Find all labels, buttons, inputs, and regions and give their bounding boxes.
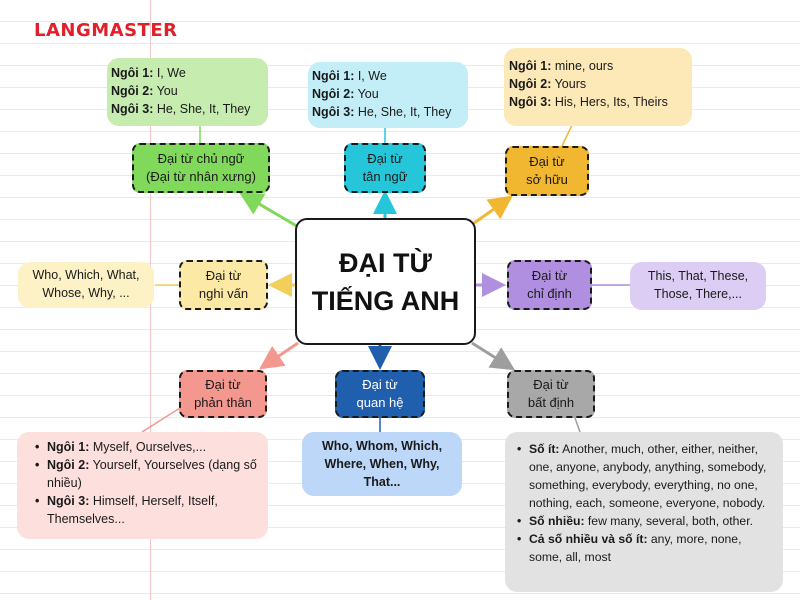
node-subject-pronoun: Đại từ chủ ngữ (Đại từ nhân xưng) bbox=[132, 143, 270, 193]
langmaster-logo: LANGMASTER bbox=[34, 20, 178, 41]
node-label: bất định bbox=[527, 395, 575, 410]
info-bullet: Ngôi 2: Yourself, Yourselves (dạng số nh… bbox=[33, 456, 262, 492]
node-demonstrative-pronoun: Đại từ chỉ định bbox=[507, 260, 592, 310]
info-row: Ngôi 3: His, Hers, Its, Theirs bbox=[509, 95, 668, 109]
node-label: Đại từ chủ ngữ bbox=[157, 151, 245, 166]
node-label: Đại từ bbox=[362, 377, 398, 392]
info-row: Ngôi 3: He, She, It, They bbox=[111, 102, 251, 116]
node-indefinite-pronoun: Đại từ bất định bbox=[507, 370, 595, 418]
info-row: Ngôi 3: He, She, It, They bbox=[312, 105, 452, 119]
info-subject-pronouns: Ngôi 1: I, We Ngôi 2: You Ngôi 3: He, Sh… bbox=[107, 58, 268, 126]
info-possessive-pronouns: Ngôi 1: mine, ours Ngôi 2: Yours Ngôi 3:… bbox=[504, 48, 692, 126]
center-topic-node: ĐẠI TỪ TIẾNG ANH bbox=[295, 218, 476, 345]
info-row: Ngôi 1: mine, ours bbox=[509, 59, 614, 73]
node-interrogative-pronoun: Đại từ nghi vấn bbox=[179, 260, 268, 310]
node-label: nghi vấn bbox=[198, 286, 249, 301]
info-row: Ngôi 1: I, We bbox=[111, 66, 186, 80]
node-label: Đại từ bbox=[533, 377, 569, 392]
node-label: sở hữu bbox=[526, 172, 568, 187]
info-demonstrative-pronouns: This, That, These, Those, There,... bbox=[630, 262, 766, 310]
info-interrogative-pronouns: Who, Which, What, Whose, Why, ... bbox=[18, 262, 154, 308]
info-line: Who, Whom, Which, bbox=[321, 439, 443, 453]
info-bullet: Ngôi 1: Myself, Ourselves,... bbox=[33, 438, 262, 456]
info-relative-pronouns: Who, Whom, Which, Where, When, Why, That… bbox=[302, 432, 462, 496]
link-indefinite-info bbox=[574, 417, 581, 433]
node-possessive-pronoun: Đại từ sở hữu bbox=[505, 146, 589, 196]
info-line: Those, There,... bbox=[653, 287, 742, 301]
node-relative-pronoun: Đại từ quan hệ bbox=[335, 370, 425, 418]
node-label: Đại từ bbox=[531, 268, 568, 283]
info-line: Where, When, Why, bbox=[324, 457, 440, 471]
link-possessive-info bbox=[561, 124, 573, 147]
center-title-line: ĐẠI TỪ bbox=[339, 247, 432, 278]
info-bullet: Cả số nhiều và số ít: any, more, none, s… bbox=[515, 530, 777, 566]
arrow-to-indefinite bbox=[471, 341, 516, 371]
info-row: Ngôi 1: I, We bbox=[312, 69, 387, 83]
center-title-line: TIẾNG ANH bbox=[311, 285, 460, 316]
info-reflexive-pronouns: Ngôi 1: Myself, Ourselves,... Ngôi 2: Yo… bbox=[17, 432, 268, 539]
node-reflexive-pronoun: Đại từ phản thân bbox=[179, 370, 267, 418]
node-label: Đại từ bbox=[367, 151, 403, 166]
info-row: Ngôi 2: You bbox=[111, 84, 178, 98]
arrow-to-reflexive bbox=[259, 341, 299, 370]
info-row: Ngôi 2: Yours bbox=[509, 77, 587, 91]
node-label: tân ngữ bbox=[362, 169, 408, 184]
node-label: quan hệ bbox=[356, 395, 404, 410]
info-line: That... bbox=[363, 475, 401, 489]
info-indefinite-pronouns: Số ít: Another, much, other, either, nei… bbox=[505, 432, 783, 592]
info-line: Who, Which, What, bbox=[32, 268, 140, 282]
node-label: phản thân bbox=[194, 395, 252, 410]
node-label: Đại từ bbox=[205, 268, 242, 283]
info-line: This, That, These, bbox=[647, 269, 749, 283]
info-row: Ngôi 2: You bbox=[312, 87, 379, 101]
info-bullet: Số ít: Another, much, other, either, nei… bbox=[515, 440, 777, 512]
node-label: Đại từ bbox=[529, 154, 565, 169]
node-label: (Đại từ nhân xưng) bbox=[146, 169, 256, 184]
info-bullet: Số nhiều: few many, several, both, other… bbox=[515, 512, 777, 530]
node-label: Đại từ bbox=[205, 377, 241, 392]
arrow-to-possessive bbox=[469, 195, 513, 228]
info-bullet: Ngôi 3: Himself, Herself, Itself, Themse… bbox=[33, 492, 262, 528]
info-object-pronouns: Ngôi 1: I, We Ngôi 2: You Ngôi 3: He, Sh… bbox=[308, 62, 468, 128]
info-line: Whose, Why, ... bbox=[42, 286, 130, 300]
node-label: chỉ định bbox=[527, 286, 572, 301]
arrow-to-subject bbox=[238, 191, 301, 230]
link-reflexive-info bbox=[141, 407, 181, 433]
node-object-pronoun: Đại từ tân ngữ bbox=[344, 143, 426, 193]
